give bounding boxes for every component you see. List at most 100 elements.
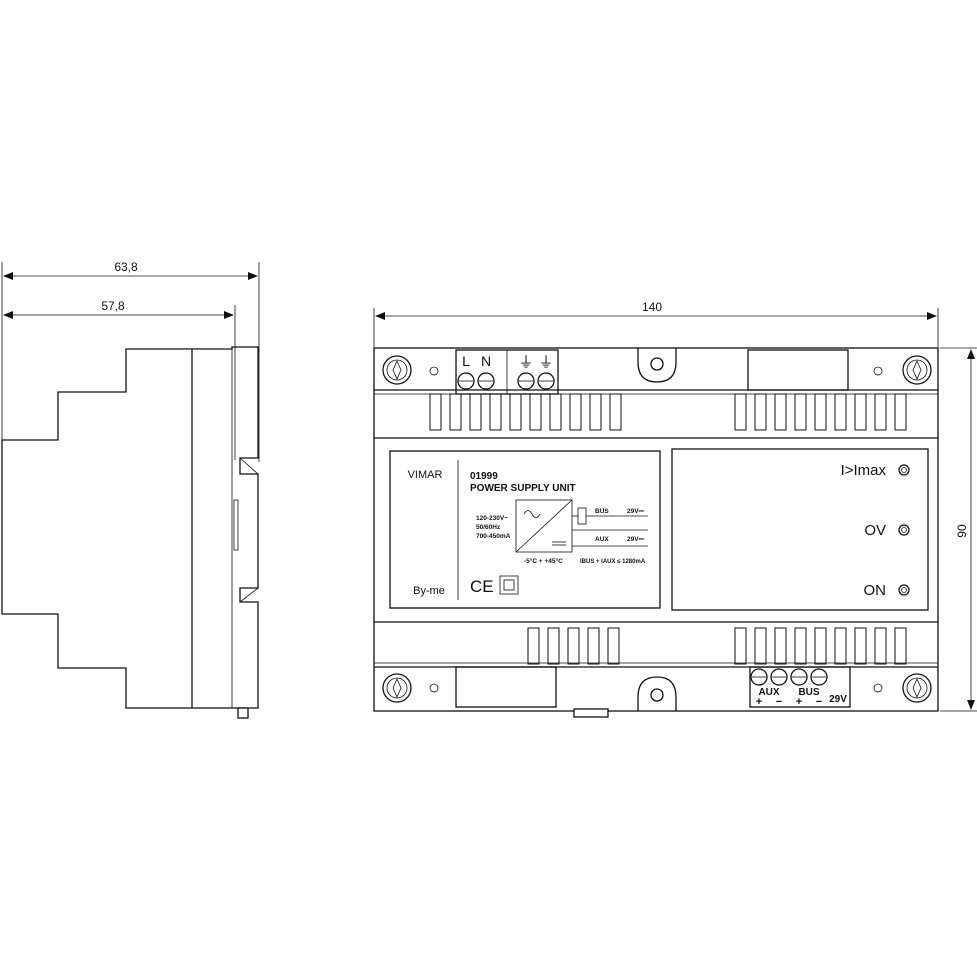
terminal-screw-icon xyxy=(477,372,495,390)
input-current: 700-450mA xyxy=(476,533,511,540)
vent-slot xyxy=(874,393,887,431)
vent-slot xyxy=(814,393,827,431)
vent-slot xyxy=(794,393,807,431)
terminal-l-label: L xyxy=(462,353,470,369)
terminal-bus-label: BUS xyxy=(798,687,819,698)
hole-icon xyxy=(873,366,883,376)
terminal-plus-label: + xyxy=(796,696,802,708)
indicator-overvoltage-label: OV xyxy=(864,522,886,539)
vents-top xyxy=(429,393,907,431)
led-overvoltage-icon xyxy=(898,524,910,536)
brand-logo: VIMAR xyxy=(408,469,443,481)
vent-slot xyxy=(569,393,582,431)
double-insulation-icon xyxy=(499,575,519,595)
product-code: 01999 xyxy=(470,471,498,482)
input-frequency: 50/60Hz xyxy=(476,524,501,531)
din-clip-bottom-icon xyxy=(637,676,677,711)
system-logo: By-me xyxy=(413,585,445,597)
bus-output-voltage: 29V⎓ xyxy=(627,508,645,515)
led-overcurrent-icon xyxy=(898,464,910,476)
terminal-screw-icon xyxy=(517,372,535,390)
housing-outline xyxy=(373,347,939,712)
vent-slot xyxy=(734,627,747,665)
vent-slot xyxy=(754,627,767,665)
vent-slot xyxy=(814,627,827,665)
label-panel: VIMAR 01999 POWER SUPPLY UNIT 120-230V~ … xyxy=(389,450,661,609)
vent-slot xyxy=(429,393,442,431)
vent-slot xyxy=(834,627,847,665)
side-body-outline xyxy=(1,346,259,709)
vent-slot xyxy=(854,627,867,665)
vent-slot xyxy=(589,393,602,431)
dimension-front-height: 90 xyxy=(940,347,977,712)
top-blank-panel xyxy=(747,349,849,391)
vent-slot xyxy=(489,393,502,431)
indicator-overcurrent-label: I>Imax xyxy=(841,462,887,479)
vent-slot xyxy=(609,393,622,431)
screw-bottom-left-icon xyxy=(382,673,412,703)
hole-icon xyxy=(873,683,883,693)
hole-icon xyxy=(429,366,439,376)
vent-slot xyxy=(774,627,787,665)
dimension-side-body-label: 57,8 xyxy=(101,299,125,313)
vent-slot xyxy=(527,627,540,665)
vent-slot xyxy=(567,627,580,665)
vent-slot xyxy=(874,627,887,665)
dimension-front-width-label: 140 xyxy=(642,300,662,314)
terminal-minus-label: − xyxy=(816,696,822,708)
terminal-screw-icon xyxy=(457,372,475,390)
earth-icon: ⏚ xyxy=(518,354,533,371)
bus-output-label: BUS xyxy=(595,508,609,515)
vent-slot xyxy=(449,393,462,431)
vent-slot xyxy=(607,627,620,665)
aux-output-label: AUX xyxy=(595,536,609,543)
vent-slot xyxy=(529,393,542,431)
label-panel-frame xyxy=(389,450,661,609)
vent-slot xyxy=(469,393,482,431)
screw-bottom-right-icon xyxy=(902,673,932,703)
dimension-side-body: 57,8 xyxy=(3,299,236,460)
input-voltage: 120-230V~ xyxy=(476,515,508,522)
terminal-n-label: N xyxy=(481,353,491,369)
vent-slot xyxy=(854,393,867,431)
dimension-front-height-label: 90 xyxy=(955,524,969,538)
vent-slot xyxy=(509,393,522,431)
vent-slot xyxy=(834,393,847,431)
temperature-range: -5°C + +45°C xyxy=(524,557,563,565)
bottom-blank-panel xyxy=(455,666,557,708)
vent-slot xyxy=(754,393,767,431)
vent-slot xyxy=(734,393,747,431)
terminal-screw-icon xyxy=(790,668,808,686)
din-clip-top-icon xyxy=(637,348,677,383)
dimension-front-width: 140 xyxy=(373,300,939,350)
led-on-icon xyxy=(898,584,910,596)
earth-icon: ⏚ xyxy=(538,354,553,371)
vent-slot xyxy=(549,393,562,431)
dimension-side-total: 63,8 xyxy=(1,260,260,462)
indicator-panel: I>Imax OV ON xyxy=(671,448,929,611)
indicator-on-label: ON xyxy=(864,582,887,599)
terminal-screw-icon xyxy=(810,668,828,686)
terminal-plus-label: + xyxy=(756,696,762,708)
terminal-minus-label: − xyxy=(776,696,782,708)
aux-output-voltage: 29V⎓ xyxy=(627,536,645,543)
terminal-block-bottom: AUX BUS + − + − 29V xyxy=(749,666,851,708)
vent-slot xyxy=(547,627,560,665)
terminal-voltage-label: 29V xyxy=(829,694,847,705)
hole-icon xyxy=(429,683,439,693)
front-view: 140 90 xyxy=(373,300,977,718)
dimension-side-total-label: 63,8 xyxy=(114,260,138,274)
vent-slot xyxy=(794,627,807,665)
side-view: 63,8 57,8 xyxy=(1,260,260,719)
screw-top-right-icon xyxy=(902,355,932,385)
terminal-block-top: L N ⏚ ⏚ xyxy=(455,349,559,395)
converter-symbol-icon xyxy=(515,499,648,553)
indicator-panel-frame xyxy=(671,448,929,611)
vent-slot xyxy=(587,627,600,665)
terminal-aux-label: AUX xyxy=(758,687,779,698)
terminal-screw-icon xyxy=(750,668,768,686)
vent-slot xyxy=(774,393,787,431)
current-limit: IBUS + IAUX ≤ 1280mA xyxy=(580,559,646,565)
ce-mark: CE xyxy=(470,577,494,596)
